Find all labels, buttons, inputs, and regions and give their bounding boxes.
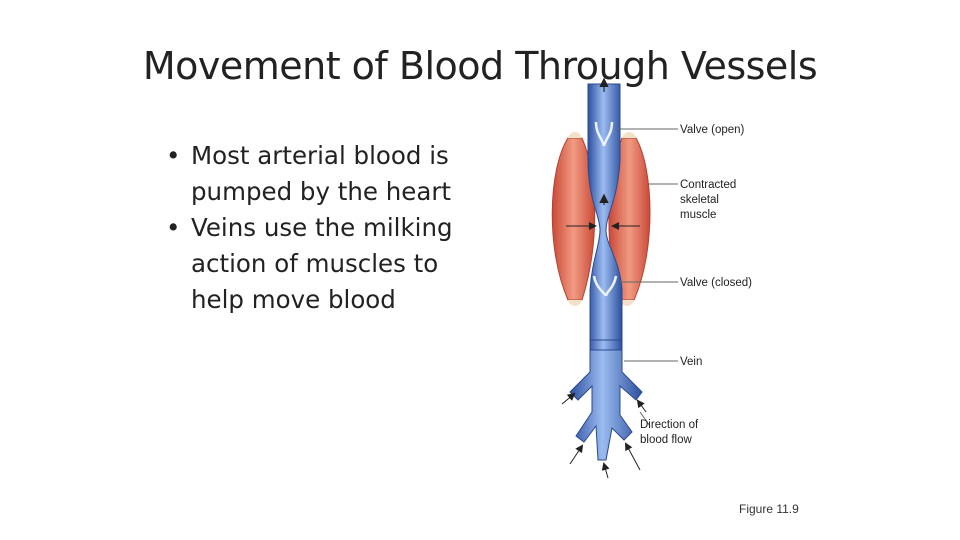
label-direction-line2: blood flow [640, 434, 692, 446]
label-contracted-line2: skeletal [680, 194, 719, 206]
bullet-item: • Most arterial blood is pumped by the h… [166, 138, 496, 210]
bullet-text: Most arterial blood is pumped by the hea… [191, 141, 452, 206]
bullet-marker: • [166, 213, 181, 242]
bullet-marker: • [166, 141, 181, 170]
figure-caption: Figure 11.9 [739, 502, 799, 516]
label-contracted-line3: muscle [680, 209, 716, 221]
label-contracted-line1: Contracted [680, 179, 736, 191]
label-direction-line1: Direction of [640, 419, 699, 431]
vein [569, 77, 643, 461]
bullet-text: Veins use the milking action of muscles … [191, 213, 453, 314]
label-valve-closed: Valve (closed) [680, 277, 752, 289]
label-valve-open: Valve (open) [680, 124, 745, 136]
slide-title: Movement of Blood Through Vessels [142, 44, 818, 88]
label-vein: Vein [680, 356, 702, 368]
bullet-list: • Most arterial blood is pumped by the h… [166, 138, 496, 318]
bullet-item: • Veins use the milking action of muscle… [166, 210, 496, 318]
